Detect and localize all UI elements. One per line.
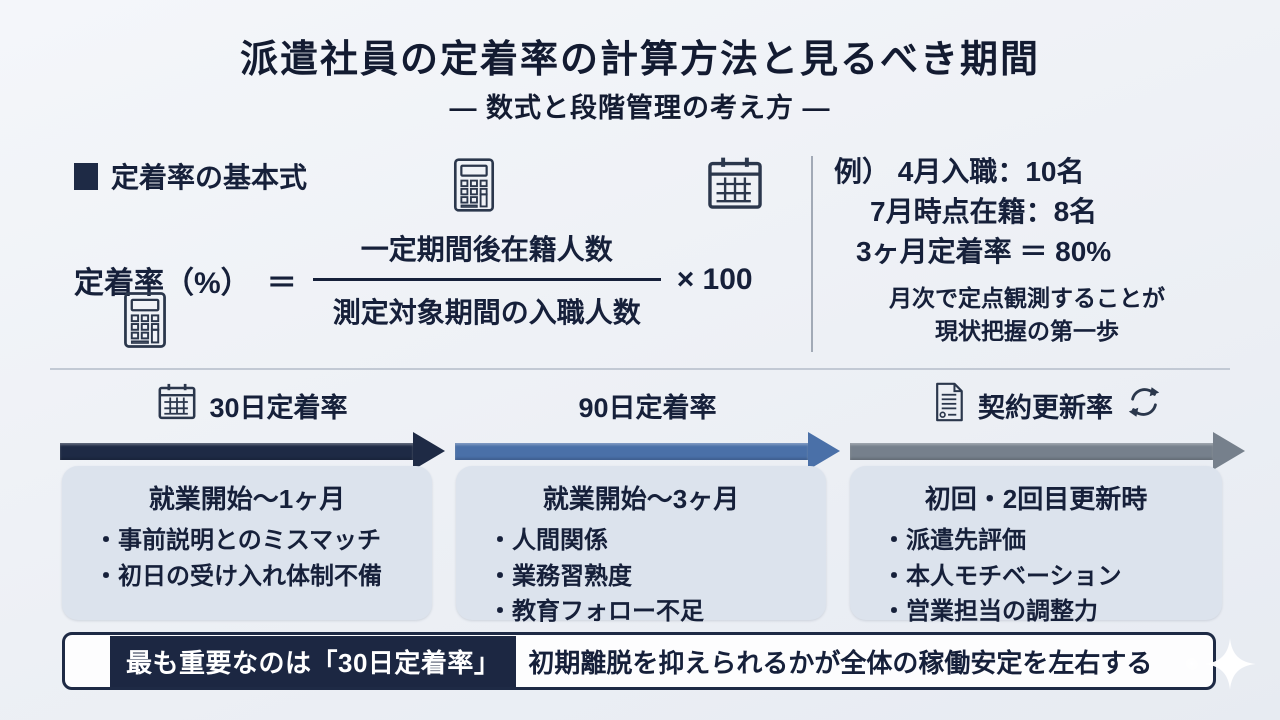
info-box-renewal: 初回・2回目更新時 ・派遣先評価 ・本人モチベーション ・営業担当の調整力 (850, 466, 1222, 625)
arrow-bar (60, 442, 413, 460)
timeline-arrow-navy (60, 432, 445, 470)
timeline-stage-30day: 30日定着率 (60, 382, 445, 470)
formula-multiplier: × 100 (676, 262, 753, 296)
sparkle-glow (1184, 656, 1200, 672)
bullet-item: ・業務習熟度 (488, 562, 632, 590)
footer-text: 初期離脱を抑えられるかが全体の稼働安定を左右する (528, 647, 1153, 678)
stage-label: 30日定着率 (209, 392, 348, 423)
retention-formula: 定着率（%） ＝ 一定期間後在籍人数 測定対象期間の入職人数 × 100 (74, 226, 753, 333)
formula-heading-label: 定着率の基本式 (111, 162, 308, 193)
bullet-item: ・営業担当の調整力 (882, 598, 1098, 626)
arrow-head (1213, 432, 1245, 470)
timeline-stage-renewal: 契約更新率 (850, 382, 1245, 470)
arrow-bar (850, 442, 1213, 460)
calculator-icon (452, 156, 496, 219)
formula-equals: ＝ (266, 266, 297, 300)
example-line: 例） 4月入職：10名 (834, 156, 1085, 187)
box-period: 初回・2回目更新時 (924, 484, 1148, 514)
footer-highlight-chip: 最も重要なのは「30日定着率」 (110, 635, 517, 687)
box-period: 就業開始〜1ヶ月 (148, 484, 346, 514)
box-bullets: ・人間関係 ・業務習熟度 ・教育フォロー不足 (488, 523, 812, 630)
calendar-icon (706, 156, 764, 217)
bullet-item: ・初日の受け入れ体制不備 (94, 562, 382, 590)
stage-header-30day: 30日定着率 (60, 382, 445, 428)
calculator-icon (122, 290, 168, 355)
stage-label: 90日定着率 (578, 392, 717, 423)
bullet-item: ・本人モチベーション (882, 562, 1122, 590)
timeline-arrow-gray (850, 432, 1245, 470)
arrow-head (808, 432, 840, 470)
example-line: 3ヶ月定着率 ＝ 80% (856, 236, 1112, 267)
bullet-item: ・教育フォロー不足 (488, 598, 704, 626)
page-subtitle: ― 数式と段階管理の考え方 ― (449, 93, 831, 123)
formula-fraction: 一定期間後在籍人数 測定対象期間の入職人数 (312, 226, 661, 333)
timeline-stage-90day: 90日定着率 (455, 382, 840, 470)
formula-section-heading: 定着率の基本式 (74, 156, 307, 196)
example-line: 7月時点在籍：8名 (870, 196, 1098, 227)
refresh-icon (1125, 383, 1163, 428)
info-box-90day: 就業開始〜3ヶ月 ・人間関係 ・業務習熟度 ・教育フォロー不足 (456, 466, 826, 625)
square-bullet-icon (74, 162, 98, 190)
vertical-divider (811, 156, 813, 352)
example-block: 例） 4月入職：10名 7月時点在籍：8名 3ヶ月定着率 ＝ 80% 月次で定点… (834, 158, 1220, 349)
page-title: 派遣社員の定着率の計算方法と見るべき期間 (239, 39, 1040, 81)
timeline-arrow-blue (455, 432, 840, 470)
calendar-icon (157, 383, 197, 428)
sparkle-icon (1202, 636, 1258, 692)
formula-denominator: 測定対象期間の入職人数 (332, 297, 641, 328)
footer-banner: 最も重要なのは「30日定着率」 初期離脱を抑えられるかが全体の稼働安定を左右する (62, 632, 1216, 690)
info-box-30day: 就業開始〜1ヶ月 ・事前説明とのミスマッチ ・初日の受け入れ体制不備 (62, 466, 432, 620)
example-note: 月次で定点観測することが 現状把握の第一歩 (889, 285, 1165, 345)
horizontal-divider (50, 368, 1230, 370)
contract-document-icon (932, 382, 966, 429)
bullet-item: ・人間関係 (488, 527, 608, 554)
stage-label: 契約更新率 (978, 392, 1113, 423)
stage-header-renewal: 契約更新率 (850, 382, 1245, 428)
box-period: 就業開始〜3ヶ月 (542, 484, 740, 514)
bullet-item: ・事前説明とのミスマッチ (94, 527, 382, 554)
arrow-head (413, 432, 445, 470)
stage-header-90day: 90日定着率 (455, 382, 840, 428)
box-bullets: ・派遣先評価 ・本人モチベーション ・営業担当の調整力 (882, 523, 1208, 630)
box-bullets: ・事前説明とのミスマッチ ・初日の受け入れ体制不備 (94, 523, 418, 594)
arrow-bar (455, 442, 808, 460)
bullet-item: ・派遣先評価 (882, 527, 1026, 554)
formula-numerator: 一定期間後在籍人数 (312, 226, 661, 281)
